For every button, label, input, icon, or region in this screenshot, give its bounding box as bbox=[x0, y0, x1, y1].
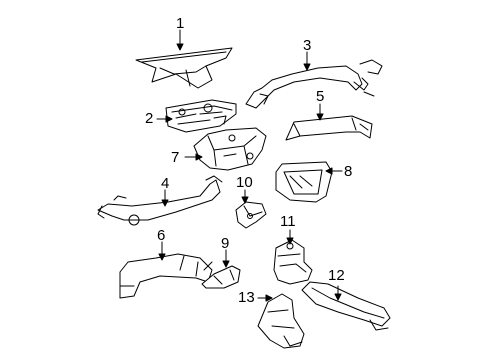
callout-4: 4 bbox=[161, 175, 170, 192]
part-5-passenger-duct bbox=[285, 115, 373, 141]
part-10-bracket bbox=[235, 201, 267, 229]
callout-6: 6 bbox=[157, 227, 166, 244]
part-13-rear-duct-left bbox=[257, 293, 305, 349]
part-2-center-vent bbox=[165, 99, 237, 133]
leader-1 bbox=[176, 29, 184, 51]
leader-10 bbox=[241, 189, 249, 204]
leader-2 bbox=[156, 115, 173, 123]
part-7-distribution-box bbox=[193, 127, 267, 171]
part-4-driver-duct bbox=[97, 175, 223, 226]
leader-4 bbox=[161, 189, 169, 207]
part-8-side-vent bbox=[275, 161, 333, 203]
leader-3 bbox=[303, 51, 311, 71]
leader-7 bbox=[184, 153, 203, 161]
leader-8 bbox=[325, 167, 343, 175]
leader-13 bbox=[257, 294, 273, 302]
part-1-defroster-nozzle bbox=[135, 47, 233, 89]
leader-12 bbox=[334, 285, 342, 301]
callout-13: 13 bbox=[238, 289, 255, 306]
callout-12: 12 bbox=[328, 267, 345, 284]
callout-7: 7 bbox=[171, 149, 180, 166]
callout-8: 8 bbox=[344, 163, 353, 180]
part-6-lower-duct bbox=[119, 253, 213, 299]
leader-11 bbox=[286, 229, 294, 245]
callout-5: 5 bbox=[316, 88, 325, 105]
part-3-side-duct bbox=[245, 59, 383, 109]
part-9-small-duct bbox=[201, 265, 241, 289]
leader-9 bbox=[222, 249, 230, 268]
callout-9: 9 bbox=[221, 235, 230, 252]
leader-6 bbox=[158, 241, 166, 261]
callout-11: 11 bbox=[280, 213, 296, 230]
part-12-rear-duct-right bbox=[301, 281, 391, 331]
callout-1: 1 bbox=[176, 15, 185, 32]
callout-10: 10 bbox=[236, 174, 253, 191]
part-11-rear-duct-upper bbox=[273, 239, 313, 285]
leader-5 bbox=[316, 103, 324, 121]
callout-2: 2 bbox=[145, 110, 154, 127]
callout-3: 3 bbox=[303, 37, 312, 54]
